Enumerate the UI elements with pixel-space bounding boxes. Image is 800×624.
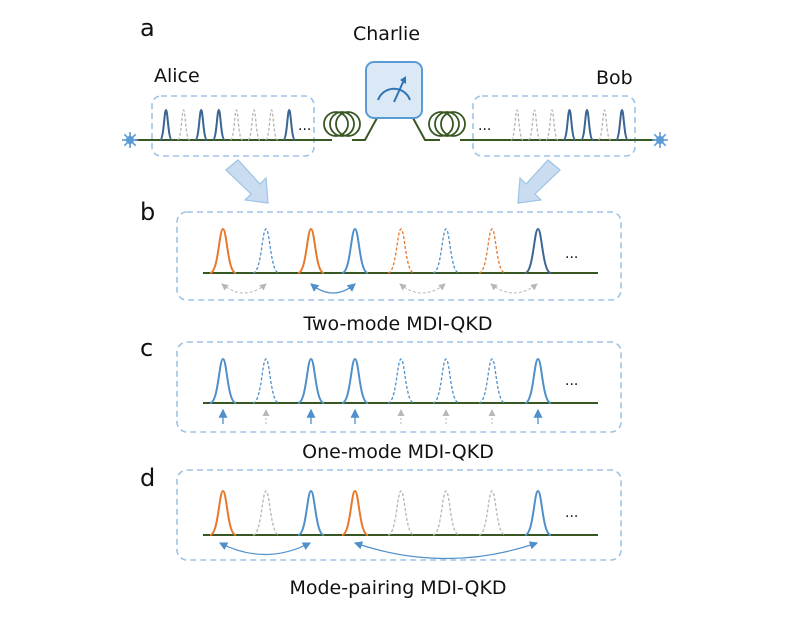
pulse [432, 358, 460, 404]
pulse [247, 109, 261, 141]
panel-d-box [176, 469, 622, 561]
pulse [524, 227, 552, 274]
panel-c-box [176, 341, 622, 433]
pulse [432, 490, 460, 536]
panel-b-pulses [209, 227, 552, 274]
pulse [545, 109, 559, 141]
bob-pulses [510, 108, 629, 141]
alice-label: Alice [154, 65, 200, 87]
pulse [527, 109, 542, 141]
pulse [211, 108, 226, 141]
bob-ellipsis: ... [478, 118, 491, 134]
pulse [297, 357, 325, 404]
panel-d: d ... Mode-pairing MDI-QKD [140, 464, 622, 599]
panel-c-caption: One-mode MDI-QKD [302, 441, 494, 463]
meter-gauge-icon [365, 61, 423, 119]
star-burst-icon [122, 132, 138, 148]
panel-d-ellipsis: ... [565, 505, 578, 521]
alice-down-arrow [225, 159, 269, 204]
pulse [510, 109, 524, 141]
bob-box [472, 95, 636, 157]
pulse [341, 227, 369, 274]
panel-d-letter: d [140, 464, 155, 492]
pulse [194, 108, 209, 141]
pair-arrow [310, 283, 356, 294]
pulse [297, 489, 325, 536]
bob-down-arrow [517, 159, 561, 204]
pulse [580, 108, 594, 141]
alice-ellipsis: ... [298, 118, 311, 134]
pulse [341, 357, 369, 404]
panel-b-letter: b [140, 198, 155, 226]
pulse [524, 357, 552, 404]
pulse [615, 108, 629, 141]
pulse [159, 108, 173, 141]
pair-arrow [221, 283, 267, 294]
pulse [264, 109, 279, 141]
bob-link [412, 117, 440, 141]
pulse [282, 108, 297, 141]
panel-a: a Alice Charlie Bob ... [122, 14, 668, 204]
pair-arrow [399, 283, 446, 294]
coil-icon [323, 111, 361, 137]
panel-b-caption: Two-mode MDI-QKD [303, 313, 493, 335]
coil-icon [428, 111, 466, 137]
pulse [209, 227, 237, 274]
pulse [387, 358, 415, 404]
panel-c-letter: c [140, 334, 153, 362]
pulse [209, 489, 237, 536]
pulse [524, 489, 552, 536]
star-burst-icon [652, 132, 668, 148]
pulse [341, 489, 369, 536]
pulse [209, 357, 237, 404]
panel-a-letter: a [140, 14, 155, 42]
pulse [176, 109, 191, 141]
pulse [252, 490, 280, 536]
pair-arrow [490, 283, 538, 294]
pulse [478, 358, 506, 404]
charlie-label: Charlie [353, 23, 420, 45]
panel-b-box [176, 211, 622, 301]
alice-link [352, 117, 378, 141]
bob-label: Bob [596, 67, 633, 89]
pair-arrow [353, 541, 539, 560]
panel-c-pulses [209, 357, 552, 404]
panel-d-caption: Mode-pairing MDI-QKD [289, 577, 506, 599]
pulse [478, 228, 506, 274]
pulse [297, 227, 325, 274]
pulse [252, 358, 280, 404]
pulse [597, 109, 612, 141]
pair-arrow [218, 542, 312, 556]
pulse [432, 228, 460, 274]
pulse [387, 228, 415, 274]
alice-box [151, 95, 315, 157]
panel-b-ellipsis: ... [565, 246, 578, 262]
panel-d-pulses [209, 489, 552, 536]
panel-c-arrows [218, 408, 543, 424]
pulse [252, 228, 280, 274]
panel-b: b ... Two-mode MDI-QKD [140, 198, 622, 335]
pulse [229, 109, 244, 141]
pulse [387, 490, 415, 536]
pulse [478, 490, 506, 536]
panel-c-ellipsis: ... [565, 373, 578, 389]
panel-c: c ... One-mode MDI-QKD [140, 334, 622, 463]
alice-pulses [159, 108, 297, 141]
pulse [562, 108, 577, 141]
